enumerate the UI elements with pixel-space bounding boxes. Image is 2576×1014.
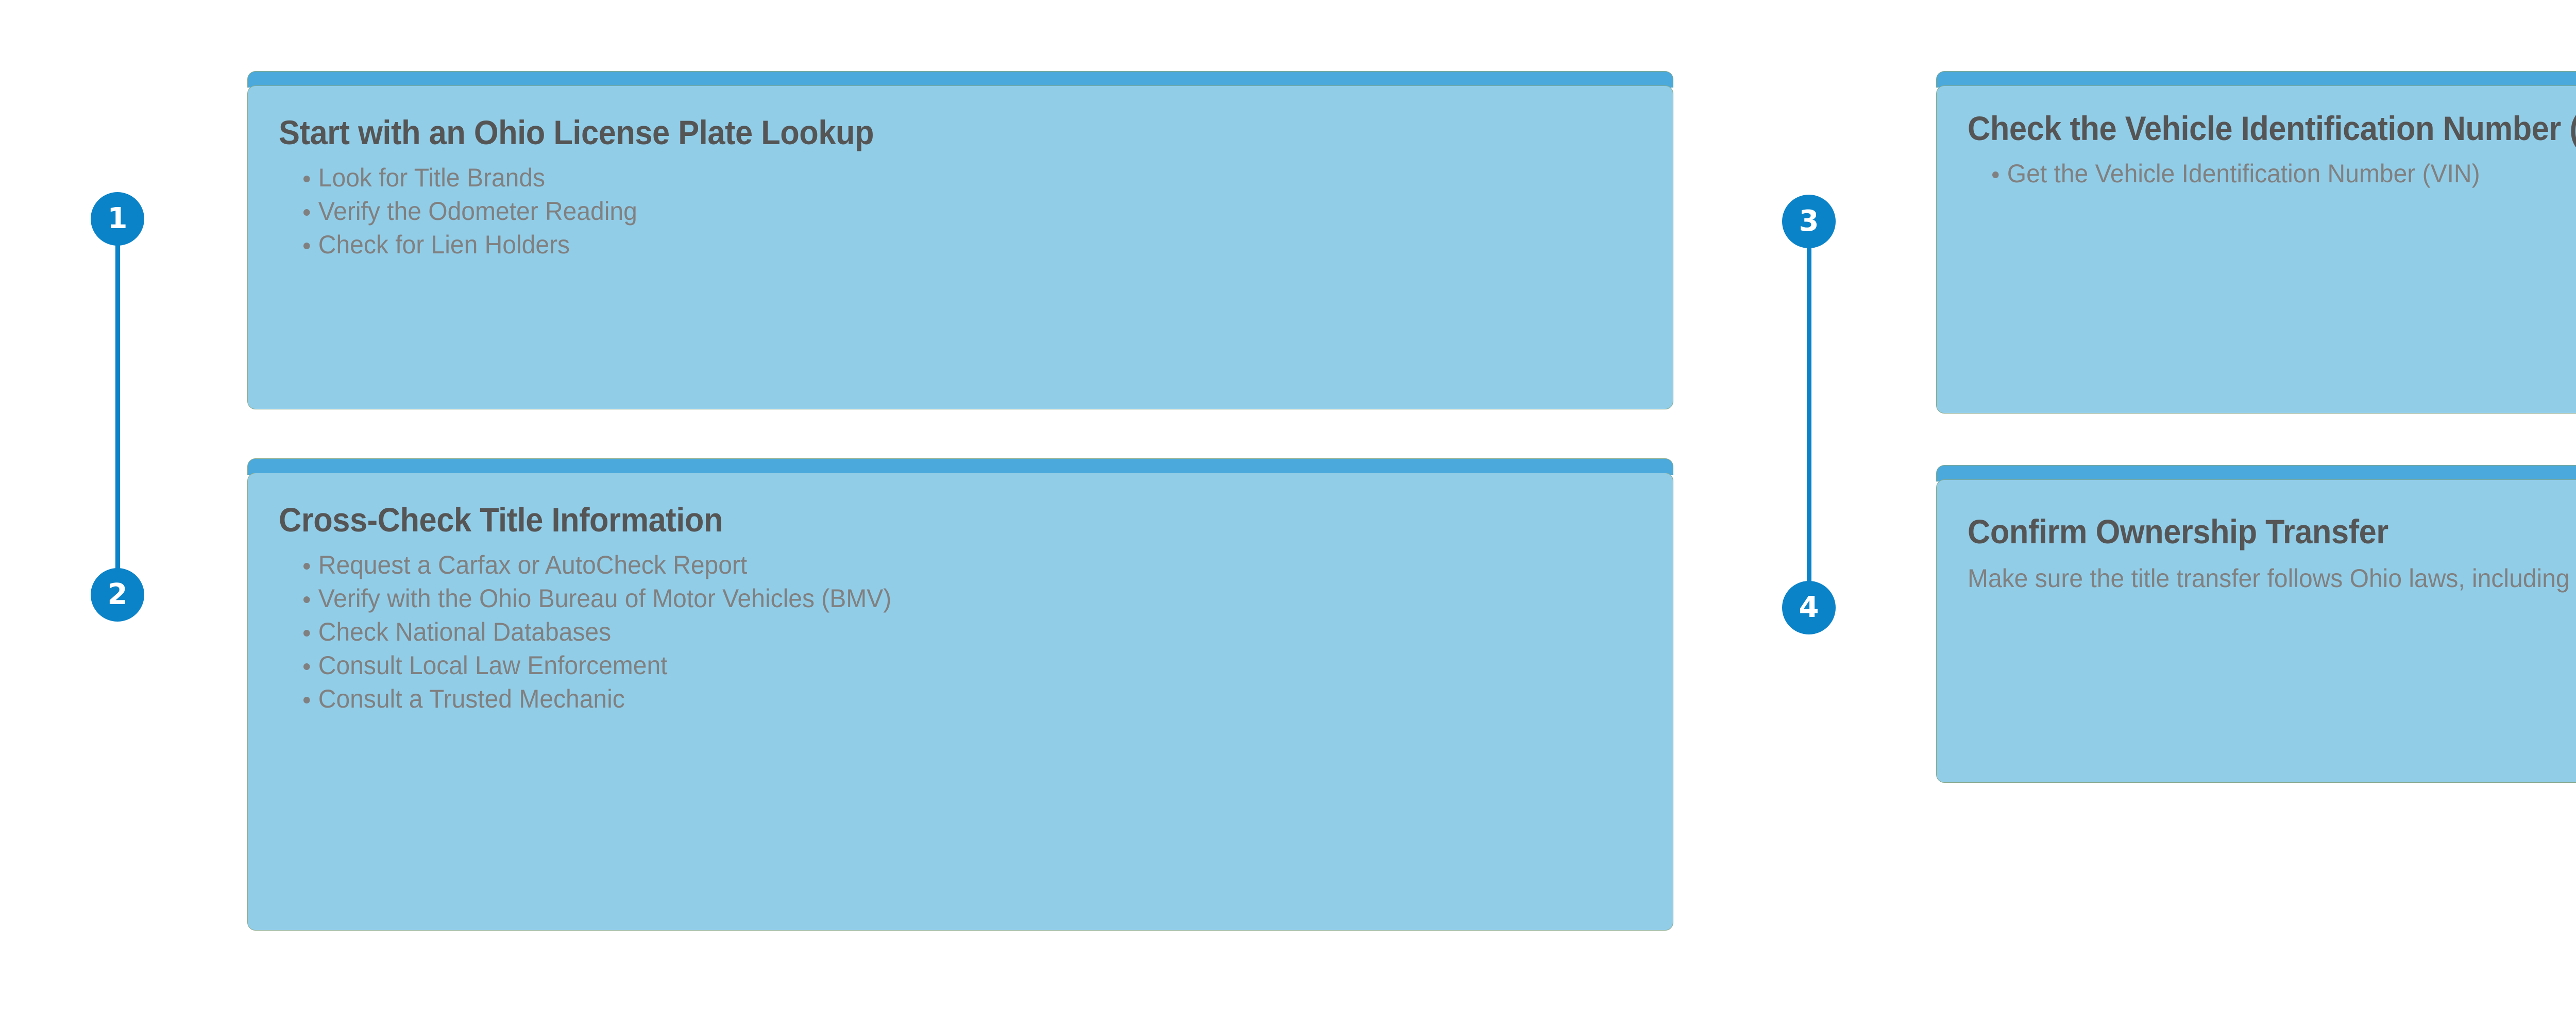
card-bullet-list-1: Look for Title Brands Verify the Odomete… <box>279 161 1642 262</box>
card-header-bar-1 <box>247 71 1673 88</box>
step-card-1[interactable]: Start with an Ohio License Plate Lookup … <box>247 71 1673 409</box>
step-card-3[interactable]: Check the Vehicle Identification Number … <box>1936 71 2576 414</box>
list-item: Consult Local Law Enforcement <box>303 649 1588 682</box>
card-header-bar-3 <box>1936 71 2576 88</box>
card-title-1: Start with an Ohio License Plate Lookup <box>279 113 874 151</box>
card-header-bar-2 <box>247 458 1673 475</box>
list-item: Verify with the Ohio Bureau of Motor Veh… <box>303 582 1588 615</box>
list-item: Request a Carfax or AutoCheck Report <box>303 548 1588 582</box>
step-badge-2[interactable]: 2 <box>91 568 144 622</box>
list-item: Check National Databases <box>303 615 1588 649</box>
card-body-4: Confirm Ownership Transfer Make sure the… <box>1936 479 2576 783</box>
left-step-rail: 1 2 <box>58 0 176 1014</box>
list-item: Check for Lien Holders <box>303 228 1588 262</box>
card-title-4: Confirm Ownership Transfer <box>1968 512 2388 551</box>
step-badge-3[interactable]: 3 <box>1782 195 1836 248</box>
list-item: Get the Vehicle Identification Number (V… <box>1992 157 2576 191</box>
step-card-2[interactable]: Cross-Check Title Information Request a … <box>247 458 1673 931</box>
card-bullet-list-3: Get the Vehicle Identification Number (V… <box>1968 157 2576 191</box>
list-item: Consult a Trusted Mechanic <box>303 682 1588 716</box>
card-bullet-list-2: Request a Carfax or AutoCheck Report Ver… <box>279 548 1642 716</box>
list-item: Verify the Odometer Reading <box>303 195 1588 228</box>
connector-line-1-to-2 <box>115 242 120 597</box>
right-step-rail: 3 4 <box>1749 0 1868 1014</box>
left-column: 1 2 Start with an Ohio License Plate Loo… <box>58 0 1673 1014</box>
card-paragraph-4: Make sure the title transfer follows Ohi… <box>1968 563 2576 593</box>
card-title-3: Check the Vehicle Identification Number … <box>1968 109 2576 147</box>
step-badge-4[interactable]: 4 <box>1782 581 1836 634</box>
connector-line-3-to-4 <box>1807 246 1811 613</box>
card-body-2: Cross-Check Title Information Request a … <box>247 473 1673 931</box>
card-body-1: Start with an Ohio License Plate Lookup … <box>247 85 1673 409</box>
list-item: Look for Title Brands <box>303 161 1588 195</box>
right-column: 3 4 Check the Vehicle Identification Num… <box>1721 0 2576 1014</box>
card-title-2: Cross-Check Title Information <box>279 501 723 539</box>
card-header-bar-4 <box>1936 465 2576 482</box>
card-body-3: Check the Vehicle Identification Number … <box>1936 85 2576 414</box>
step-card-4[interactable]: Confirm Ownership Transfer Make sure the… <box>1936 465 2576 783</box>
step-badge-1[interactable]: 1 <box>91 192 144 246</box>
